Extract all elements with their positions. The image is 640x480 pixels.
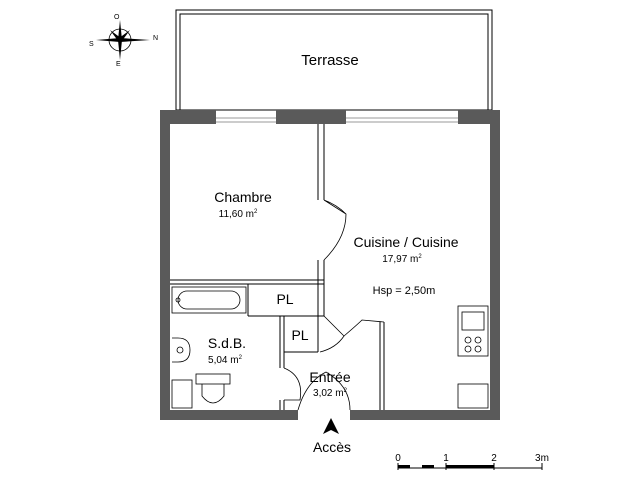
interior-walls bbox=[170, 124, 385, 410]
placard1-label: PL bbox=[276, 291, 293, 307]
terrasse-label: Terrasse bbox=[301, 52, 359, 69]
cuisine-area: 17,97 m2 bbox=[382, 254, 422, 265]
scale-tick-3: 3m bbox=[535, 453, 549, 464]
top-windows bbox=[216, 117, 458, 123]
toilet-icon bbox=[195, 373, 231, 404]
door-swings bbox=[283, 199, 385, 411]
scale-tick-2: 2 bbox=[491, 453, 497, 464]
compass-north-label: N bbox=[153, 35, 158, 42]
scale-tick-1: 1 bbox=[443, 453, 449, 464]
compass-south-label: S bbox=[89, 41, 94, 48]
compass-west-label: O bbox=[114, 14, 120, 21]
kitchen-counter bbox=[457, 305, 489, 409]
access-label: Accès bbox=[313, 439, 351, 455]
bathroom-cabinet bbox=[171, 379, 193, 409]
scale-tick-0: 0 bbox=[395, 453, 401, 464]
chambre-name: Chambre bbox=[214, 189, 272, 205]
sdb-name: S.d.B. bbox=[208, 335, 246, 351]
compass-east-label: E bbox=[116, 61, 121, 68]
exterior-walls bbox=[160, 110, 500, 420]
sdb-area: 5,04 m2 bbox=[208, 355, 243, 366]
ceiling-height-label: Hsp = 2,50m bbox=[373, 285, 436, 297]
access-arrow-icon bbox=[323, 418, 339, 434]
placard2-label: PL bbox=[291, 327, 308, 343]
scale-bar bbox=[397, 463, 543, 470]
entree-name: Entrée bbox=[309, 369, 350, 385]
cuisine-name: Cuisine / Cuisine bbox=[353, 234, 458, 250]
sink-icon bbox=[172, 337, 191, 363]
entree-area: 3,02 m2 bbox=[313, 388, 348, 399]
bathtub-icon bbox=[171, 286, 247, 314]
compass-rose-icon bbox=[96, 20, 150, 60]
chambre-area: 11,60 m2 bbox=[219, 209, 258, 220]
